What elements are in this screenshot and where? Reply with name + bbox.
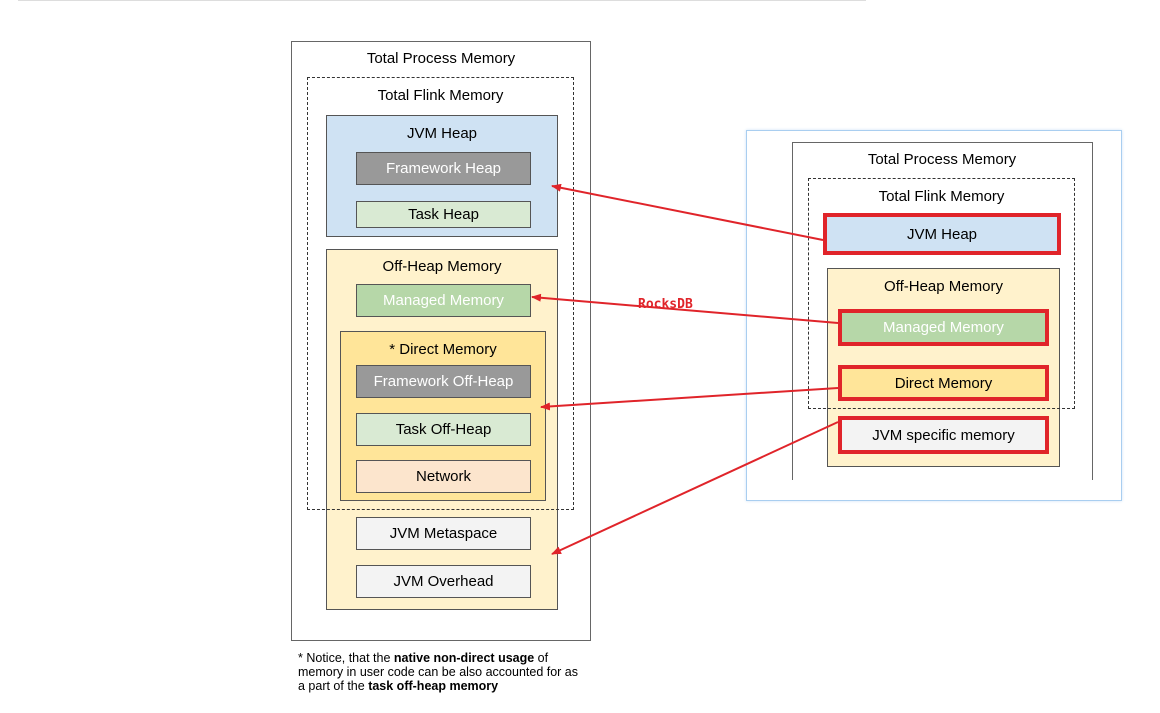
arrow-direct-memory xyxy=(540,387,839,411)
task-heap-box: Task Heap xyxy=(356,201,531,228)
rocksdb-label: RocksDB xyxy=(638,297,693,312)
framework-off-heap-box: Framework Off-Heap xyxy=(356,365,531,398)
managed-memory-box: Managed Memory xyxy=(356,284,531,317)
network-box: Network xyxy=(356,460,531,493)
right-jvm-heap-box: JVM Heap xyxy=(823,213,1061,255)
total-flink-memory-label: Total Flink Memory xyxy=(377,87,504,104)
arrow-jvm-specific xyxy=(551,421,839,555)
top-divider xyxy=(18,0,866,1)
right-direct-memory-box: Direct Memory xyxy=(838,365,1049,401)
total-process-memory-label: Total Process Memory xyxy=(366,50,516,67)
total-flink-memory-box xyxy=(307,77,574,510)
right-total-process-left-border xyxy=(792,142,793,480)
task-off-heap-box: Task Off-Heap xyxy=(356,413,531,446)
footnote-text-1: * Notice, that the xyxy=(298,651,394,665)
right-managed-memory-box: Managed Memory xyxy=(838,309,1049,346)
right-total-flink-label: Total Flink Memory xyxy=(878,188,1005,205)
right-total-process-label: Total Process Memory xyxy=(867,151,1017,168)
footnote-bold-1: native non-direct usage xyxy=(393,651,535,665)
footnote: * Notice, that the native non-direct usa… xyxy=(298,651,588,693)
direct-memory-label: * Direct Memory xyxy=(389,341,497,358)
arrow-jvm-heap xyxy=(551,183,824,241)
jvm-heap-label: JVM Heap xyxy=(406,125,478,142)
footnote-text-2: of memory in user code can be also accou… xyxy=(298,651,579,693)
right-total-flink-box xyxy=(808,178,1075,409)
off-heap-memory-label: Off-Heap Memory xyxy=(382,258,502,275)
jvm-overhead-box: JVM Overhead xyxy=(356,565,531,598)
right-off-heap-label: Off-Heap Memory xyxy=(884,278,1003,295)
arrow-managed-memory xyxy=(531,293,839,324)
framework-heap-box: Framework Heap xyxy=(356,152,531,185)
jvm-metaspace-box: JVM Metaspace xyxy=(356,517,531,550)
right-total-process-top-border xyxy=(792,142,1093,143)
right-total-process-right-border xyxy=(1092,142,1093,480)
footnote-bold-2: task off-heap memory xyxy=(368,679,499,693)
right-jvm-specific-box: JVM specific memory xyxy=(838,416,1049,454)
